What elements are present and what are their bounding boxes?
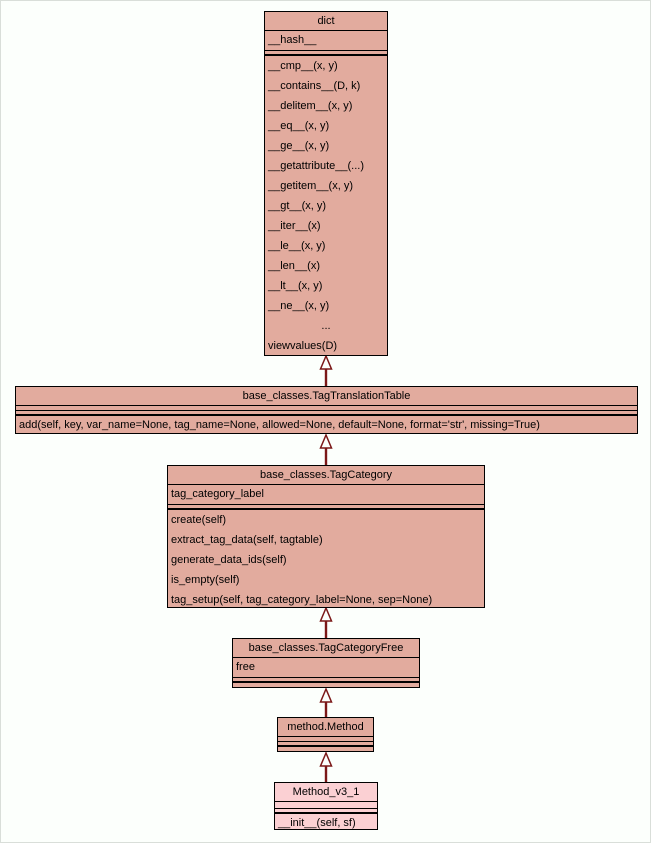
- method-row: __gt__(x, y): [268, 200, 327, 212]
- method-row: __getitem__(x, y): [268, 180, 353, 192]
- class-attributes: [278, 737, 373, 742]
- method-row: tag_setup(self, tag_category_label=None,…: [171, 594, 433, 606]
- attribute-row: tag_category_label: [171, 488, 264, 500]
- method-row: __cmp__(x, y): [268, 60, 338, 72]
- method-row: __le__(x, y): [268, 240, 326, 252]
- class-box-tagtranslationtable[interactable]: base_classes.TagTranslationTable add(sel…: [15, 386, 638, 434]
- class-box-method[interactable]: method.Method: [277, 717, 374, 752]
- compartment-separator: [16, 411, 637, 416]
- class-box-method-v3-1[interactable]: Method_v3_1 __init__(self, sf): [274, 782, 378, 830]
- class-title: base_classes.TagTranslationTable: [16, 387, 637, 406]
- class-methods: __cmp__(x, y) __contains__(D, k) __delitem…: [265, 56, 387, 355]
- class-title: dict: [265, 12, 387, 31]
- inheritance-arrow-tagcategory-to-tagtable: [319, 434, 333, 466]
- class-methods: __init__(self, sf): [275, 814, 377, 829]
- class-methods: create(self) extract_tag_data(self, tagta…: [168, 510, 484, 607]
- method-row: add(self, key, var_name=None, tag_name=N…: [19, 419, 540, 431]
- class-box-tagcategory[interactable]: base_classes.TagCategory tag_category_la…: [167, 465, 485, 608]
- class-methods: add(self, key, var_name=None, tag_name=N…: [16, 416, 637, 433]
- method-row: __ge__(x, y): [268, 140, 330, 152]
- compartment-separator: [278, 742, 373, 747]
- attribute-row: __hash__: [268, 34, 317, 46]
- method-row: __getattribute__(...): [268, 160, 365, 172]
- class-title: Method_v3_1: [275, 783, 377, 802]
- inheritance-arrow-method-to-tagcategoryfree: [319, 688, 333, 718]
- method-row: __eq__(x, y): [268, 120, 330, 132]
- method-row: __iter__(x): [268, 220, 321, 232]
- inheritance-arrow-tagtable-to-dict: [319, 355, 333, 387]
- class-title: method.Method: [278, 718, 373, 737]
- inheritance-arrow-tagcategoryfree-to-tagcategory: [319, 607, 333, 639]
- class-title: base_classes.TagCategoryFree: [233, 639, 419, 658]
- attribute-row: free: [236, 661, 255, 673]
- method-row: viewvalues(D): [268, 340, 338, 352]
- method-row: create(self): [171, 514, 227, 526]
- method-row: is_empty(self): [171, 574, 240, 586]
- class-attributes: __hash__: [265, 31, 387, 51]
- class-attributes: [16, 406, 637, 411]
- compartment-separator: [265, 51, 387, 56]
- class-title: base_classes.TagCategory: [168, 466, 484, 485]
- class-attributes: free: [233, 658, 419, 678]
- method-row: __delitem__(x, y): [268, 100, 353, 112]
- method-row: __ne__(x, y): [268, 300, 330, 312]
- compartment-separator: [275, 809, 377, 814]
- compartment-separator: [168, 505, 484, 510]
- class-box-tagcategoryfree[interactable]: base_classes.TagCategoryFree free: [232, 638, 420, 688]
- compartment-separator: [233, 678, 419, 683]
- method-row: generate_data_ids(self): [171, 554, 287, 566]
- class-attributes: tag_category_label: [168, 485, 484, 505]
- method-row: __contains__(D, k): [268, 80, 361, 92]
- method-row: __len__(x): [268, 260, 320, 272]
- method-row: __lt__(x, y): [268, 280, 323, 292]
- class-attributes: [275, 802, 377, 809]
- class-box-dict[interactable]: dict __hash__ __cmp__(x, y) __contains__(…: [264, 11, 388, 356]
- method-row: extract_tag_data(self, tagtable): [171, 534, 323, 546]
- method-row: ...: [321, 320, 331, 332]
- method-row: __init__(self, sf): [278, 817, 356, 829]
- inheritance-arrow-methodv31-to-method: [319, 752, 333, 783]
